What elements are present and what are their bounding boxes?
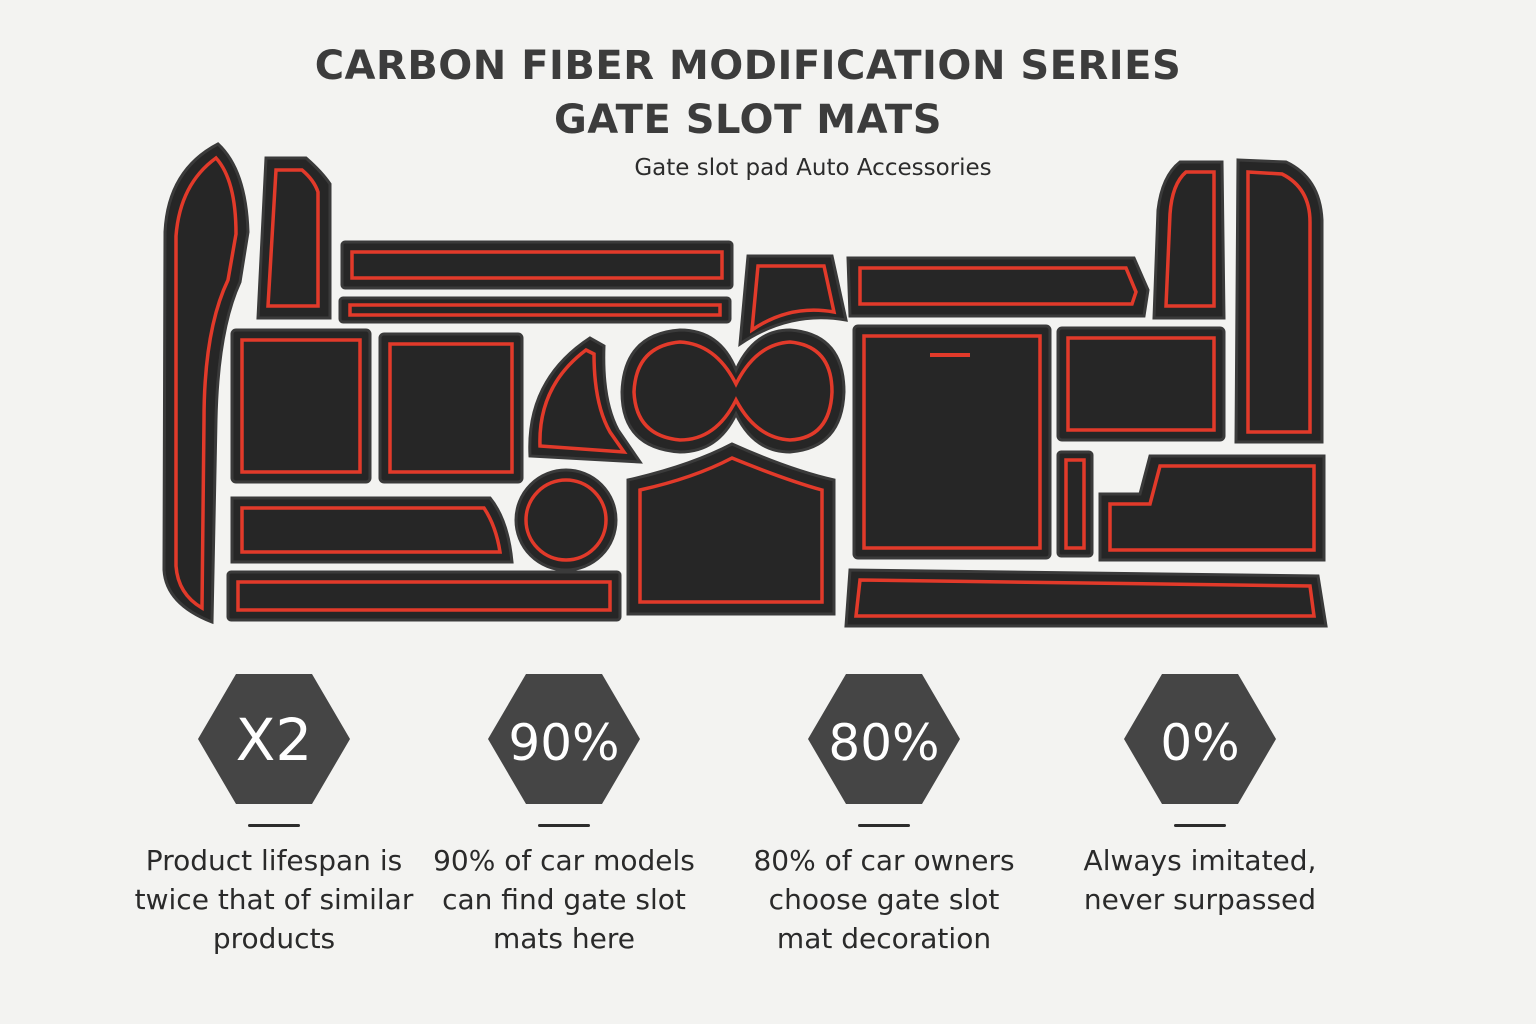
mat-right-door-strip (1234, 158, 1324, 444)
mat-curved-wedge (528, 336, 643, 464)
stat-description: 90% of car models can find gate slot mat… (433, 844, 695, 955)
stat-description: 80% of car owners choose gate slot mat d… (753, 844, 1015, 955)
mat-round-cup (514, 468, 618, 572)
stat-car-owners: 80% 80% of car owners choose gate slot m… (734, 672, 1034, 958)
stat-description: Always imitated, never surpassed (1083, 844, 1317, 916)
page-title-line-1: CARBON FIBER MODIFICATION SERIES (314, 43, 1182, 89)
mat-right-middle-rect (1056, 326, 1226, 442)
stat-value: 0% (1160, 714, 1239, 772)
mat-double-cupholder (620, 328, 846, 454)
mat-left-door-strip (162, 142, 250, 625)
mat-top-right-tray (1152, 160, 1226, 320)
stat-value: 90% (508, 714, 619, 772)
hexagon-badge-icon: 80% (808, 674, 960, 804)
mat-slim-insert (1056, 450, 1094, 558)
mat-center-top-trapezoid (738, 254, 848, 348)
stat-imitated: 0% Always imitated, never surpassed (1050, 672, 1350, 919)
mat-center-console (626, 442, 836, 616)
page-title-line-2: GATE SLOT MATS (553, 97, 943, 143)
mat-long-strip-1 (340, 240, 734, 290)
stat-value: 80% (828, 714, 939, 772)
hexagon-badge-icon: 90% (488, 674, 640, 804)
mat-l-shaped-tray (1098, 454, 1326, 562)
mat-left-square-2 (378, 332, 524, 484)
stat-divider (538, 824, 590, 827)
stat-car-models: 90% 90% of car models can find gate slot… (414, 672, 714, 958)
mat-lower-left-strip-2 (226, 570, 622, 622)
stat-description: Product lifespan is twice that of simila… (134, 844, 414, 955)
stat-divider (248, 824, 300, 827)
mat-top-left-tray (256, 156, 332, 320)
mat-left-square-1 (230, 328, 372, 484)
mat-top-right-strip (846, 256, 1150, 318)
gate-slot-mats-illustration: .m { fill: #262626; stroke: #3a3a3a; str… (162, 142, 1328, 628)
mat-bottom-right-strip (844, 568, 1328, 628)
mat-long-strip-2 (338, 296, 732, 324)
stat-divider (1174, 824, 1226, 827)
mat-lower-left-strip-1 (230, 496, 514, 564)
page-subtitle: Gate slot pad Auto Accessories (634, 155, 992, 181)
stat-lifespan: X2 Product lifespan is twice that of sim… (124, 672, 424, 958)
mat-large-tray (852, 324, 1052, 560)
hexagon-badge-icon: 0% (1124, 674, 1276, 804)
hexagon-badge-icon: X2 (198, 674, 350, 804)
stat-divider (858, 824, 910, 827)
stat-value: X2 (236, 706, 313, 774)
